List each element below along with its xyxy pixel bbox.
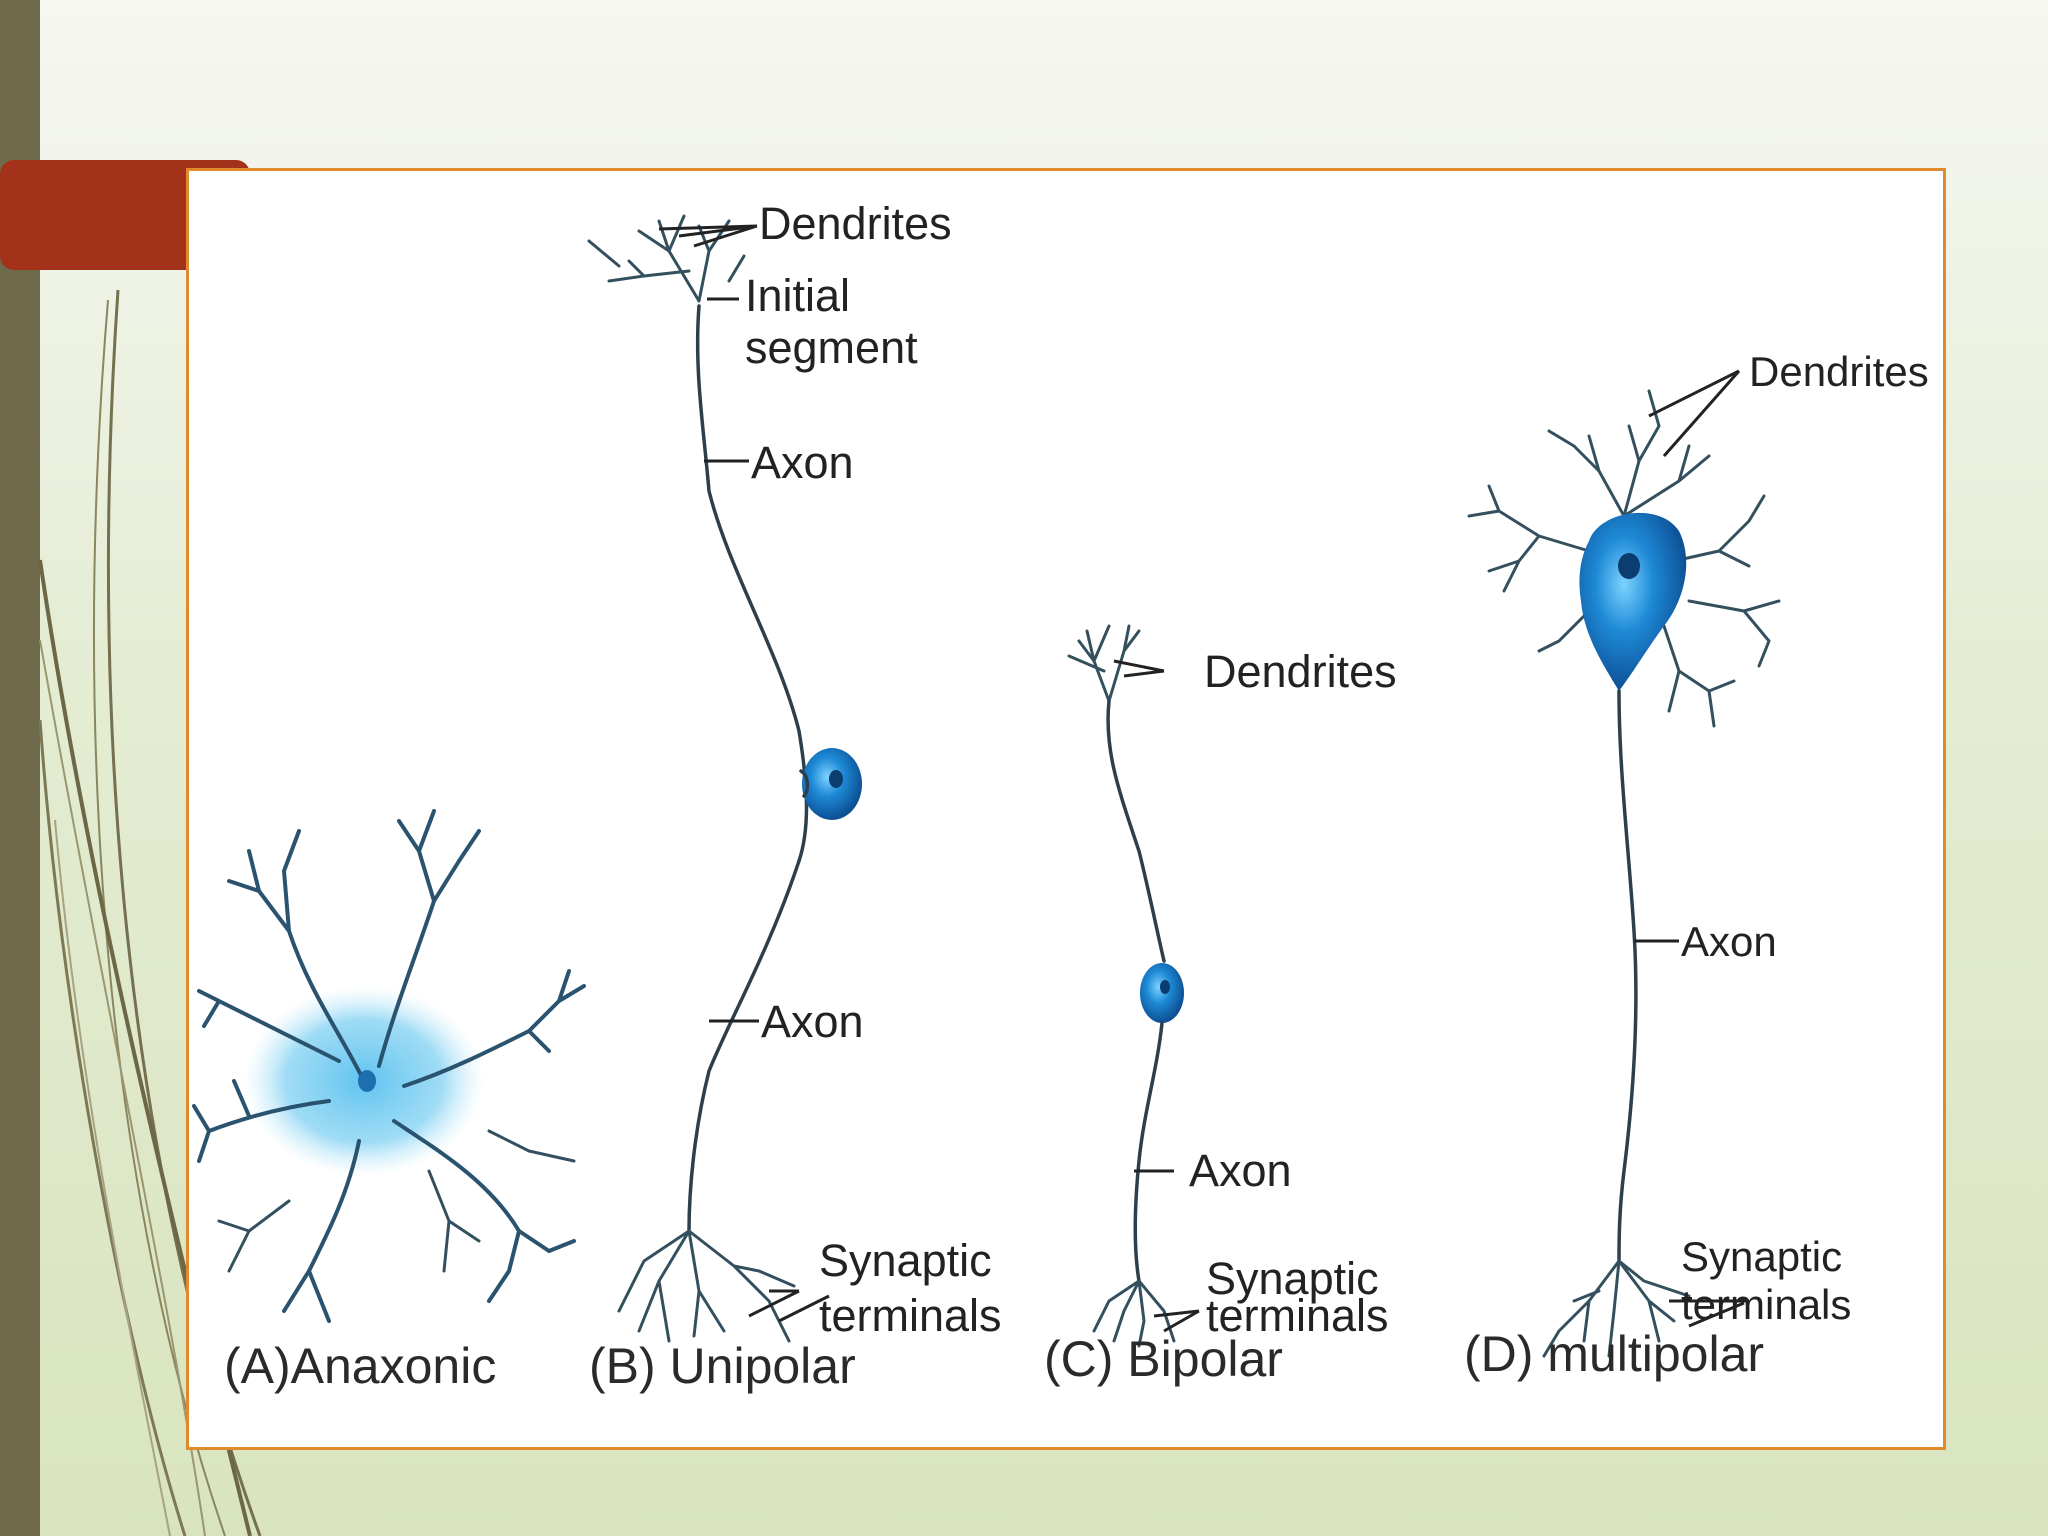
multipolar-synaptic-label-1: Synaptic [1681, 1233, 1842, 1280]
bipolar-synaptic-label-1: Synaptic [1206, 1253, 1379, 1304]
caption-unipolar: (B) Unipolar [589, 1338, 856, 1394]
multipolar-synaptic-label-2: terminals [1681, 1281, 1851, 1328]
unipolar-synaptic-label-2: terminals [819, 1290, 1002, 1341]
unipolar-initial-segment-label-1: Initial [745, 270, 850, 321]
bipolar-axon-label: Axon [1189, 1145, 1292, 1196]
diagram-canvas: (A)Anaxonic Dendrites Initial segment Ax… [192, 198, 1929, 1394]
bipolar-neuron [1067, 624, 1200, 1348]
caption-multipolar: (D) multipolar [1464, 1326, 1764, 1382]
unipolar-synaptic-label-1: Synaptic [819, 1235, 992, 1286]
bipolar-synaptic-label-2: terminals [1206, 1290, 1389, 1341]
unipolar-axon-top-label: Axon [751, 437, 854, 488]
unipolar-axon-bottom-label: Axon [761, 996, 864, 1047]
unipolar-dendrites-label: Dendrites [759, 198, 952, 249]
multipolar-axon-label: Axon [1681, 918, 1777, 965]
neuron-types-diagram: (A)Anaxonic Dendrites Initial segment Ax… [186, 168, 1946, 1450]
unipolar-neuron [587, 214, 862, 1343]
caption-bipolar: (C) Bipolar [1044, 1331, 1283, 1387]
caption-anaxonic: (A)Anaxonic [224, 1338, 496, 1394]
multipolar-neuron [1467, 369, 1781, 1358]
multipolar-dendrites-label: Dendrites [1749, 348, 1929, 395]
unipolar-initial-segment-label-2: segment [745, 322, 918, 373]
anaxonic-neuron [192, 809, 586, 1323]
bipolar-dendrites-label: Dendrites [1204, 646, 1397, 697]
